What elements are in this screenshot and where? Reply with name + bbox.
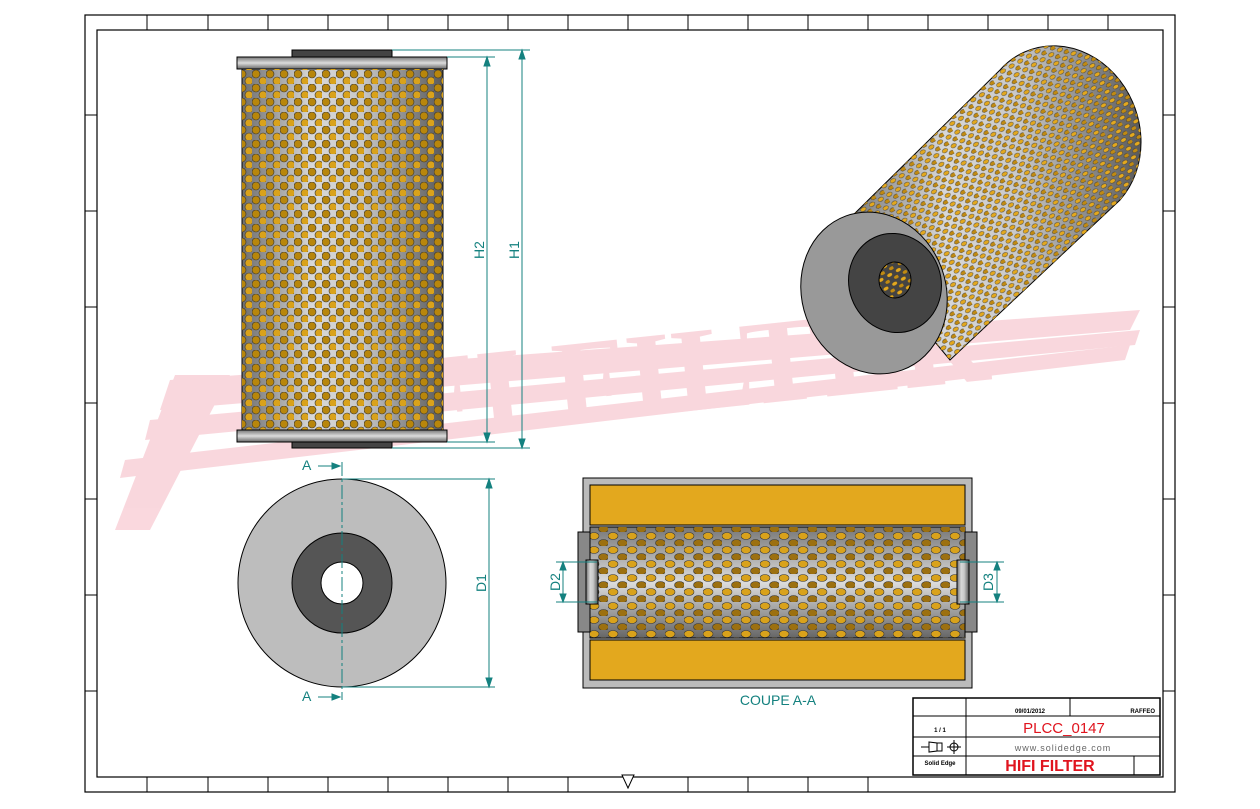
website-text: www.solidedge.com [1014, 743, 1112, 753]
section-caption: COUPE A-A [740, 692, 817, 708]
front-view [237, 462, 447, 700]
date-value: 09/01/2012 [1015, 709, 1046, 715]
title-block: 09/01/2012 RAFFEO 1 / 1 PLCC_0147 www.so… [912, 697, 1161, 776]
side-view [236, 49, 448, 449]
height-dimensions [392, 48, 530, 450]
company-name: HIFI FILTER [1005, 758, 1095, 775]
author-value: RAFFEO [1130, 709, 1155, 715]
drawing-title: PLCC_0147 [1023, 720, 1105, 737]
centering-mark [621, 774, 635, 790]
diameter-dimension-d1 [342, 477, 495, 689]
isometric-view [800, 45, 1142, 375]
zone-ticks [85, 15, 1175, 792]
sheet-value: 1 / 1 [934, 728, 946, 734]
diameter-dimensions-d2-d3 [556, 560, 1004, 604]
section-line-markers [318, 462, 342, 701]
dimension-h2: H2 [471, 241, 487, 259]
dimension-d1: D1 [473, 574, 489, 592]
dimension-d3: D3 [980, 573, 996, 591]
dimension-h1: H1 [506, 241, 522, 259]
dimension-d2: D2 [547, 573, 563, 591]
section-view [577, 477, 978, 689]
section-marker-top: A [302, 457, 312, 473]
software-text: Solid Edge [924, 761, 956, 767]
section-marker-bottom: A [302, 688, 312, 704]
projection-symbol-icon [921, 740, 961, 754]
